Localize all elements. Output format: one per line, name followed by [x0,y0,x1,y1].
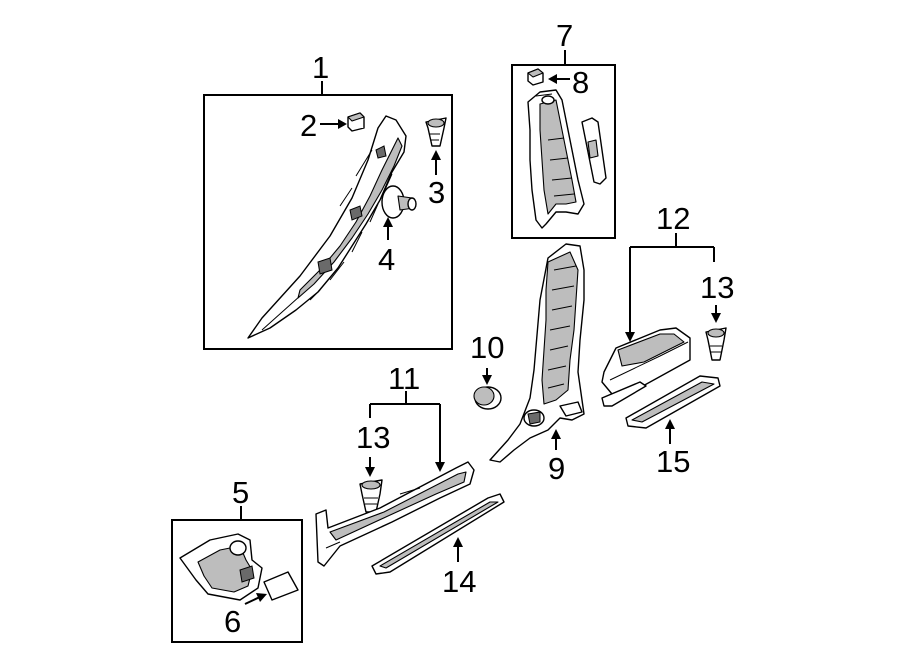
cap-10 [473,386,502,410]
callout-4: 4 [378,242,395,277]
retainer-13-right [705,327,727,361]
callout-12: 12 [656,201,690,236]
callout-10: 10 [470,330,504,365]
callout-13-left: 13 [356,420,390,455]
callout-13-right: 13 [700,270,734,305]
callout-3: 3 [428,175,445,210]
group-1-a-pillar: 1 2 3 4 [203,50,453,350]
callout-7: 7 [556,18,573,53]
b-pillar-lower-trim [489,243,585,463]
grommet-4 [381,185,417,219]
callout-11: 11 [388,361,420,396]
group-5-kick-panel: 5 [171,475,303,643]
callout-14: 14 [442,564,476,599]
group-12-rear-scuff: 12 13 [601,201,734,429]
retainer-3 [425,117,447,147]
callout-1: 1 [312,50,329,85]
callout-6: 6 [224,604,241,639]
pad-6 [263,571,299,601]
retainer-13-left [359,479,383,513]
clip-2 [347,112,365,132]
callout-9: 9 [548,451,565,486]
a-pillar-trim [247,115,407,339]
callout-15: 15 [656,444,690,479]
group-5-box [171,519,303,643]
callout-2: 2 [300,108,317,143]
callout-5: 5 [232,475,249,510]
group-7-box [511,64,616,239]
group-11-front-scuff: 11 13 [315,361,475,567]
callout-8: 8 [572,65,589,100]
clip-8 [527,68,544,86]
group-1-box [203,94,453,350]
group-7-b-pillar-upper: 7 8 [511,18,616,239]
